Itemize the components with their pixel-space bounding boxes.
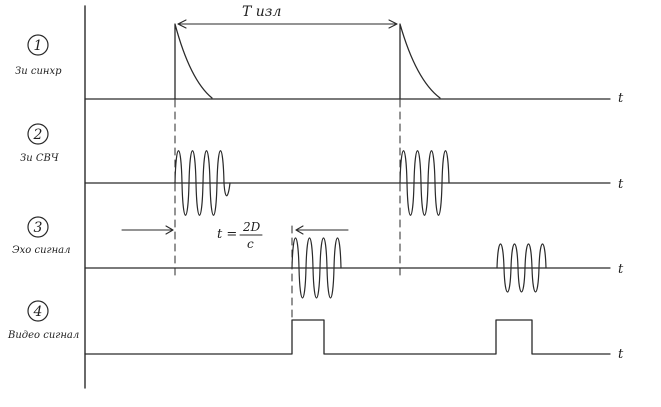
row-number: 4 (33, 304, 43, 320)
row-number: 1 (34, 38, 43, 54)
formula-lhs: t = (217, 227, 237, 242)
time-axis-label: t (618, 177, 624, 192)
time-axis-label: t (618, 91, 624, 106)
row-number-circle (27, 300, 49, 322)
delay-arrowhead-left (165, 225, 174, 235)
row-2: 2 Зи СВЧ t (20, 123, 624, 216)
row-label: Эхо сигнал (12, 245, 71, 256)
sync-pulse-1 (174, 23, 213, 100)
period-arrowhead-left (177, 19, 187, 29)
formula-numerator: 2D (242, 220, 261, 234)
video-signal (84, 319, 611, 355)
projection-lines (174, 27, 401, 319)
delay-arrowhead-right (295, 225, 304, 235)
row-number-circle (27, 34, 49, 56)
row-4: 4 Видео сигнал t (7, 300, 624, 362)
time-axis-label: t (618, 347, 624, 362)
period-label: Т изл (242, 4, 281, 20)
echo-burst-2 (496, 243, 547, 293)
echo-burst-1 (291, 237, 342, 299)
row-1: 1 Зи синхр t Т изл (15, 4, 624, 106)
row-number-circle (27, 216, 49, 238)
row-number: 3 (34, 220, 43, 236)
row-label: Зи СВЧ (20, 153, 59, 164)
time-axis-label: t (618, 262, 624, 277)
row-label: Зи синхр (15, 66, 62, 77)
row-number: 2 (33, 127, 43, 143)
sync-pulse-2 (399, 23, 441, 100)
row-number-circle (27, 123, 49, 145)
microwave-burst-2 (399, 150, 450, 216)
microwave-burst-1 (174, 150, 231, 216)
formula-denominator: c (247, 237, 254, 251)
period-arrowhead-right (388, 19, 398, 29)
row-3: 3 Эхо сигнал t (12, 216, 624, 299)
row-label: Видео сигнал (7, 330, 79, 341)
delay-indicator: t = 2D c (121, 220, 349, 251)
